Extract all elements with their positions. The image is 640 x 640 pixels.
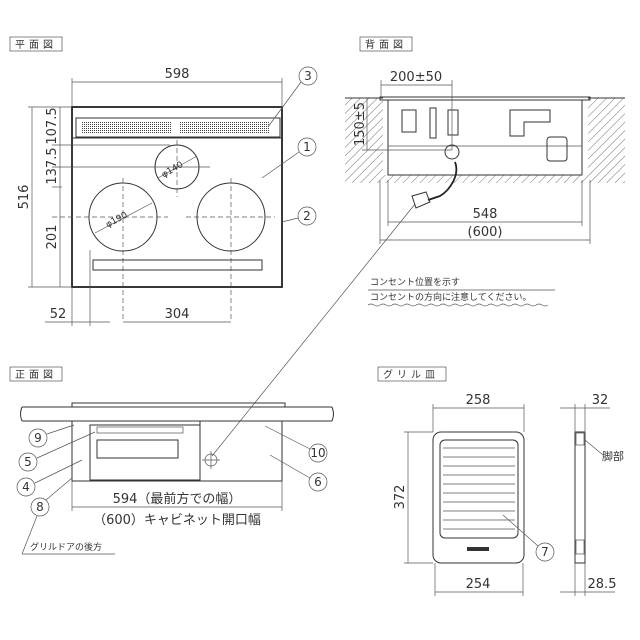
callout-9: 9: [34, 431, 42, 445]
front-view: 正面図 594（最前方での幅） （600）キャビネット開口幅 9 5 4 8 グ…: [9, 366, 334, 555]
plan-title: 平面図: [15, 39, 57, 51]
callout-5: 5: [24, 455, 32, 469]
power-cord: [427, 161, 458, 201]
plug-icon: [411, 191, 431, 209]
dim-cabinet-width: (600): [468, 225, 503, 240]
back-view: 背面図 200±50 150±5 548 (600) コンセント位置を示す コン…: [211, 36, 625, 457]
dim-front-offset: 201: [45, 225, 60, 250]
dim-height: 372: [393, 485, 408, 510]
dim-left-offset: 52: [50, 307, 67, 322]
exhaust-vent: [75, 117, 281, 138]
wall-left: [345, 98, 383, 175]
large-burner-diameter: φ190: [104, 210, 129, 230]
dim-outlet-vertical: 150±5: [353, 102, 368, 146]
callout-4: 4: [22, 480, 30, 494]
vent-mesh-left: [82, 121, 172, 133]
plan-view: 平面図 φ140 φ190 598 516 107.5 137.5 201 52…: [9, 36, 318, 326]
front-title: 正面図: [15, 369, 57, 381]
dim-side-top: 32: [592, 393, 609, 408]
dim-top-width: 258: [466, 393, 491, 408]
dim-body-width: 548: [473, 207, 498, 222]
plate-logo: [467, 547, 489, 551]
plan-title-box: [9, 36, 63, 52]
note-outlet-position: コンセント位置を示す: [370, 276, 460, 288]
dim-outlet-horizontal: 200±50: [390, 70, 442, 85]
wall-bottom: [345, 175, 625, 183]
grill-handle: [96, 426, 184, 434]
control-panel: [92, 259, 263, 271]
dim-cabinet-opening: （600）キャビネット開口幅: [93, 513, 261, 528]
dim-width: 598: [165, 67, 190, 82]
callout-7: 7: [541, 545, 549, 559]
grill-window: [96, 439, 179, 459]
dim-front-width: 594（最前方での幅）: [113, 491, 242, 507]
callout-3: 3: [304, 69, 312, 83]
grill-door-note: グリルドアの後方: [30, 541, 102, 553]
vent-mesh-right: [180, 121, 270, 133]
unit-back-panel: [387, 99, 583, 176]
note-outlet-direction: コンセントの方向に注意してください。: [370, 291, 531, 303]
callout-8: 8: [36, 500, 44, 514]
cooktop-outline: [71, 106, 283, 288]
dim-mid-offset: 137.5: [45, 147, 60, 184]
callout-2: 2: [303, 209, 311, 223]
callout-6: 6: [314, 475, 322, 489]
callout-10: 10: [310, 446, 325, 460]
dim-burner-pitch: 304: [165, 307, 190, 322]
callout-1: 1: [303, 140, 311, 154]
wall-right: [588, 98, 625, 175]
back-title: 背面図: [365, 38, 407, 51]
dim-side-bottom: 28.5: [588, 577, 617, 592]
grill-plate-side: [574, 431, 586, 564]
small-burner-diameter: φ140: [160, 160, 185, 180]
outlet-leader-line: [211, 203, 416, 457]
grill-ridges: [443, 447, 515, 530]
dim-rear-offset: 107.5: [45, 107, 60, 144]
leg-bottom: [575, 539, 585, 555]
countertop: [20, 406, 334, 422]
grill-plate-title: グリル皿: [383, 368, 439, 381]
dim-bottom-width: 254: [466, 577, 491, 592]
internal-components: [401, 107, 551, 139]
leg-label: 脚部: [602, 449, 624, 463]
grill-plate-view: グリル皿 258 372 254 32 28.5 脚部 7: [377, 366, 624, 596]
dim-depth: 516: [17, 185, 32, 210]
leg-top: [575, 432, 585, 446]
unit-body-front: [71, 420, 283, 482]
grill-plate: [432, 431, 525, 564]
